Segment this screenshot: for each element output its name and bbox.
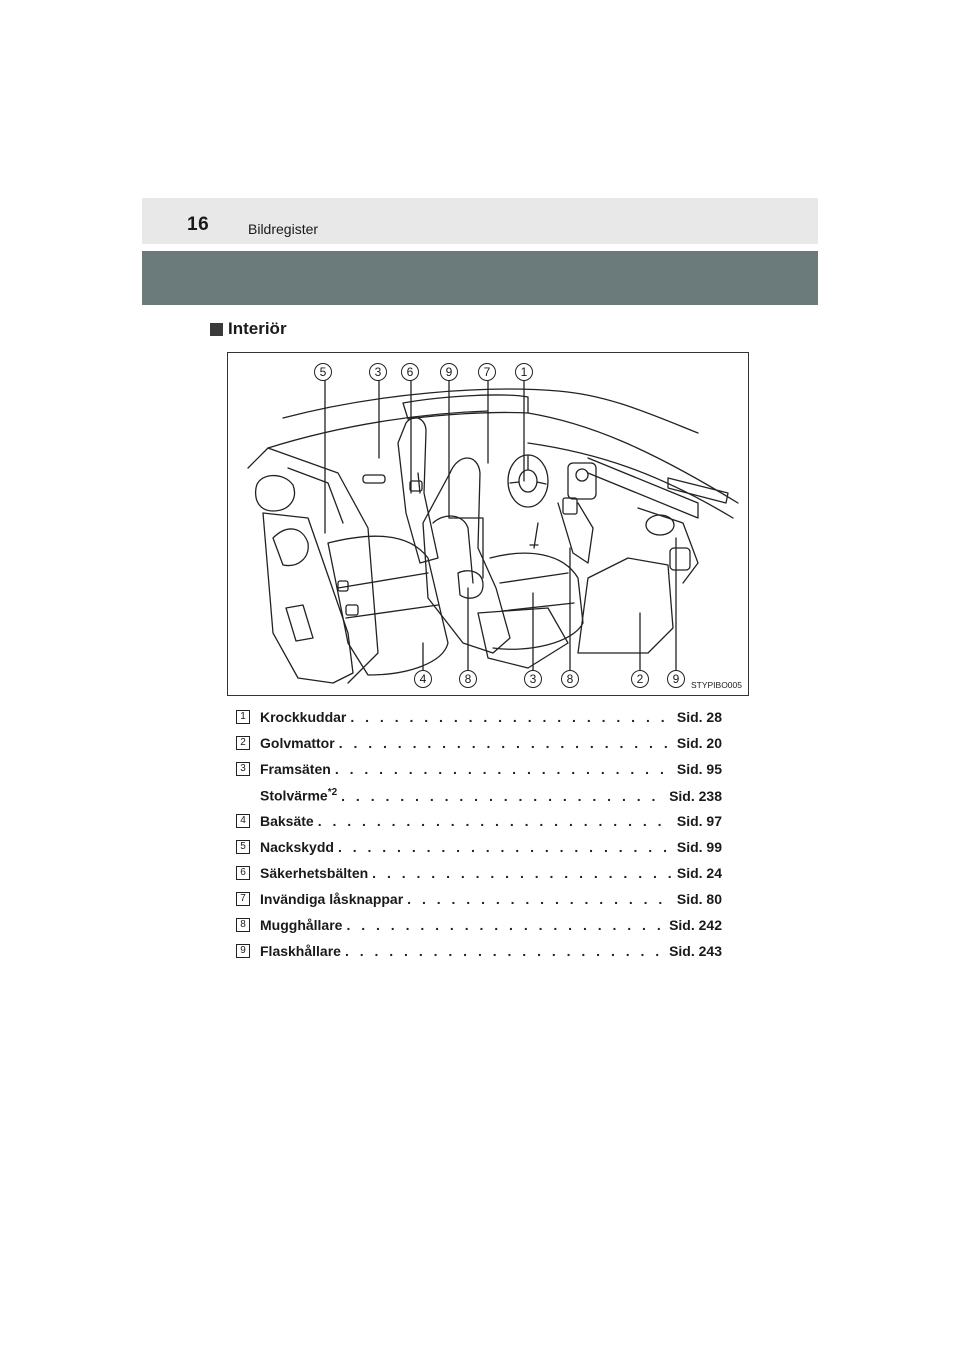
legend-subitem: Stolvärme*2 Sid. 238 — [236, 786, 724, 806]
section-heading: Interiör — [210, 318, 287, 340]
header-bar — [142, 198, 818, 244]
page-reference: Sid. 20 — [676, 735, 722, 751]
legend-number: 8 — [236, 918, 250, 932]
legend-label: Mugghållare — [260, 917, 343, 933]
legend-number: 6 — [236, 866, 250, 880]
legend-label: Nackskydd — [260, 839, 334, 855]
footnote-marker: *2 — [327, 787, 338, 798]
legend-label: Golvmattor — [260, 735, 335, 751]
legend-label: Stolvärme*2 — [260, 787, 338, 804]
page-reference: Sid. 95 — [676, 761, 722, 777]
legend-item: 3 Framsäten Sid. 95 — [236, 760, 724, 780]
legend-number: 5 — [236, 840, 250, 854]
page-number: 16 — [187, 214, 210, 235]
header-title: Bildregister — [248, 221, 319, 237]
callout-front-seat-bottom: 3 — [524, 670, 542, 688]
square-bullet-icon — [210, 322, 223, 336]
callout-cup-holder-right: 8 — [561, 670, 579, 688]
legend-number: 3 — [236, 762, 250, 776]
legend-number: 9 — [236, 944, 250, 958]
leader-dots — [335, 761, 673, 777]
section-title: Interiör — [228, 319, 287, 338]
page-reference: Sid. 99 — [676, 839, 722, 855]
legend-label: Invändiga låsknappar — [260, 891, 404, 907]
header-band — [142, 251, 818, 305]
interior-illustration: 5 3 6 9 7 1 4 8 3 8 2 9 STYPIBO005 — [227, 352, 749, 696]
legend-number: 1 — [236, 710, 250, 724]
leader-dots — [318, 813, 673, 829]
page-reference: Sid. 243 — [669, 943, 722, 959]
legend-item: 1 Krockkuddar Sid. 28 — [236, 708, 724, 728]
page-reference: Sid. 24 — [676, 865, 722, 881]
callout-airbag: 1 — [515, 363, 533, 381]
leader-dots — [346, 917, 665, 933]
legend-item: 7 Invändiga låsknappar Sid. 80 — [236, 890, 724, 910]
leader-dots — [345, 943, 665, 959]
legend-label: Säkerhetsbälten — [260, 865, 369, 881]
legend-item: 6 Säkerhetsbälten Sid. 24 — [236, 864, 724, 884]
page-reference: Sid. 28 — [676, 709, 722, 725]
car-interior-drawing — [247, 379, 739, 684]
legend-label: Baksäte — [260, 813, 314, 829]
figure-code: STYPIBO005 — [690, 680, 742, 690]
callout-seatbelt: 6 — [401, 363, 419, 381]
legend-number: 2 — [236, 736, 250, 750]
callout-front-seat-top: 3 — [369, 363, 387, 381]
legend-label: Flaskhållare — [260, 943, 341, 959]
callout-bottle-holder-bottom: 9 — [667, 670, 685, 688]
page-reference: Sid. 80 — [676, 891, 722, 907]
legend-label: Framsäten — [260, 761, 331, 777]
legend-item: 9 Flaskhållare Sid. 243 — [236, 942, 724, 962]
legend-number: 7 — [236, 892, 250, 906]
leader-dots — [350, 709, 673, 725]
page-reference: Sid. 242 — [669, 917, 722, 933]
callout-headrest: 5 — [314, 363, 332, 381]
leader-dots — [339, 735, 673, 751]
page-reference: Sid. 238 — [669, 787, 722, 804]
leader-dots — [338, 839, 673, 855]
page-reference: Sid. 97 — [676, 813, 722, 829]
legend-item: 8 Mugghållare Sid. 242 — [236, 916, 724, 936]
legend-number: 4 — [236, 814, 250, 828]
leader-dots — [341, 788, 665, 804]
callout-bottle-holder-top: 9 — [440, 363, 458, 381]
leader-dots — [372, 865, 673, 881]
legend-item: 5 Nackskydd Sid. 99 — [236, 838, 724, 858]
callout-floor-mat: 2 — [631, 670, 649, 688]
legend-label: Krockkuddar — [260, 709, 347, 725]
callout-lock-button: 7 — [478, 363, 496, 381]
callout-cup-holder-left: 8 — [459, 670, 477, 688]
leader-dots — [407, 891, 673, 907]
legend-item: 4 Baksäte Sid. 97 — [236, 812, 724, 832]
callout-rear-seat: 4 — [414, 670, 432, 688]
legend-item: 2 Golvmattor Sid. 20 — [236, 734, 724, 754]
